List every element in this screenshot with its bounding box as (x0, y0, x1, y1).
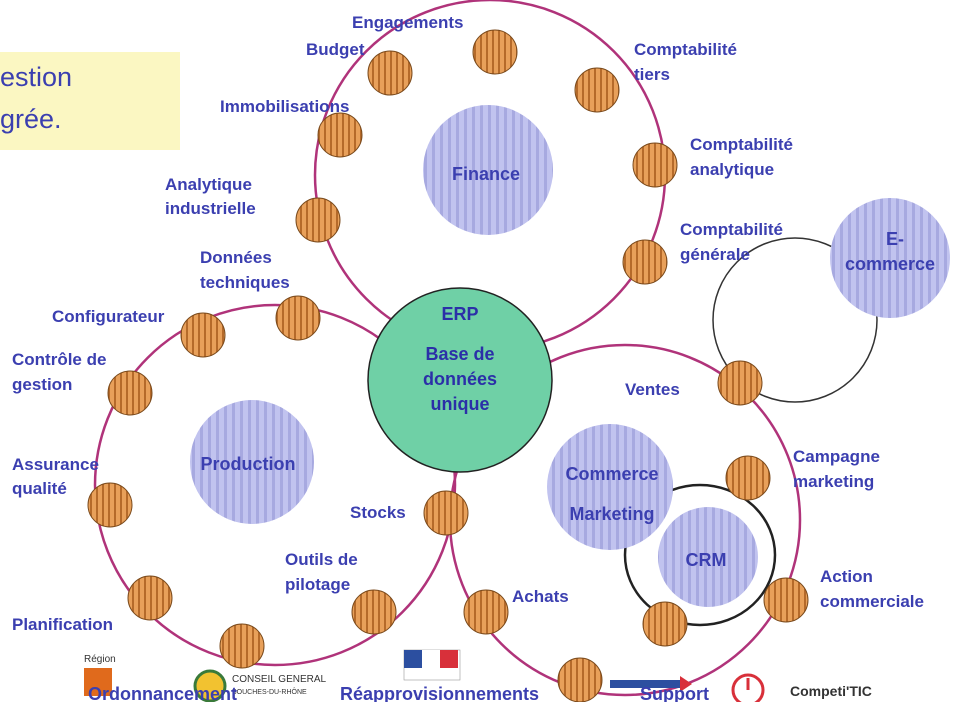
label-engagements: Engagements (352, 13, 463, 32)
conseil-general-sub: BOUCHES-DU-RHÔNE (232, 687, 307, 696)
node-crm-bottom (642, 601, 688, 647)
crm-bubble (658, 507, 758, 607)
node-ordonnancement (219, 623, 265, 669)
competitic-logo: Competi'TIC (790, 683, 872, 699)
node-reapprovisionnements (557, 657, 603, 702)
commerce-label: Commerce (565, 464, 658, 484)
node-comptabilite-generale (622, 239, 668, 285)
erp-line-3: unique (431, 394, 490, 414)
label-ordonnancement: Ordonnancement (88, 684, 237, 702)
ecommerce-label-2: commerce (845, 254, 935, 274)
label-action-commerciale-1: Action (820, 567, 873, 586)
production-label: Production (201, 454, 296, 474)
label-compta-analytique-2: analytique (690, 160, 774, 179)
label-analytique-industrielle-2: industrielle (165, 199, 256, 218)
ecommerce-ring (712, 237, 878, 403)
label-campagne-marketing-1: Campagne (793, 447, 880, 466)
label-compta-tiers-2: tiers (634, 65, 670, 84)
marketing-label: Marketing (569, 504, 654, 524)
label-donnees-techniques-1: Données (200, 248, 272, 267)
flag-red (440, 650, 458, 668)
label-action-commerciale-2: commerciale (820, 592, 924, 611)
label-achats: Achats (512, 587, 569, 606)
crm-ring (623, 483, 777, 627)
label-compta-tiers-1: Comptabilité (634, 40, 737, 59)
region-logo-text: Région (84, 654, 116, 665)
node-configurateur (180, 312, 226, 358)
conseil-general-logo: CONSEIL GENERAL (232, 674, 327, 685)
ecommerce-label-1: E- (886, 229, 904, 249)
node-planification (127, 575, 173, 621)
label-planification: Planification (12, 615, 113, 634)
label-controle-gestion-2: gestion (12, 375, 72, 394)
node-campagne-marketing (725, 455, 771, 501)
title-banner-line-1: estion (0, 62, 73, 92)
production-ring (93, 303, 457, 667)
label-ventes: Ventes (625, 380, 680, 399)
label-compta-generale-2: générale (680, 245, 750, 264)
node-assurance-qualite (87, 482, 133, 528)
competitic-power-icon (731, 673, 765, 702)
label-configurateur: Configurateur (52, 307, 165, 326)
label-donnees-techniques-2: techniques (200, 273, 290, 292)
node-outils-pilotage (351, 589, 397, 635)
label-budget: Budget (306, 40, 365, 59)
label-compta-analytique-1: Comptabilité (690, 135, 793, 154)
node-ventes (717, 360, 763, 406)
node-action-commerciale (763, 577, 809, 623)
region-logo (84, 668, 112, 696)
label-outils-pilotage-2: pilotage (285, 575, 350, 594)
title-banner (0, 52, 180, 150)
label-immobilisations: Immobilisations (220, 97, 349, 116)
node-controle-gestion (107, 370, 153, 416)
node-stocks (423, 490, 469, 536)
label-campagne-marketing-2: marketing (793, 472, 874, 491)
finance-bubble (423, 105, 553, 235)
label-compta-generale-1: Comptabilité (680, 220, 783, 239)
label-assurance-qualite-2: qualité (12, 479, 67, 498)
label-controle-gestion-1: Contrôle de (12, 350, 106, 369)
label-support: Support (640, 684, 709, 702)
title-banner-line-2: grée. (0, 104, 62, 134)
node-donnees-techniques (275, 295, 321, 341)
crm-label: CRM (686, 550, 727, 570)
conseil-general-emblem (193, 669, 227, 702)
node-analytique-industrielle (295, 197, 341, 243)
module-nodes (87, 29, 809, 702)
flag-white (422, 650, 440, 668)
finance-label: Finance (452, 164, 520, 184)
label-reapprovisionnements: Réapprovisionnements (340, 684, 539, 702)
label-outils-pilotage-1: Outils de (285, 550, 358, 569)
node-achats (463, 589, 509, 635)
erp-core (367, 287, 553, 473)
support-arrow-logo (610, 680, 680, 688)
node-engagements (472, 29, 518, 75)
node-budget (367, 50, 413, 96)
label-assurance-qualite-1: Assurance (12, 455, 99, 474)
node-immobilisations (317, 112, 363, 158)
label-stocks: Stocks (350, 503, 406, 522)
support-arrow-head (680, 676, 692, 692)
node-comptabilite-analytique (632, 142, 678, 188)
node-comptabilite-tiers (574, 67, 620, 113)
sponsor-logos: Région CONSEIL GENERAL BOUCHES-DU-RHÔNE … (84, 649, 872, 702)
flag-blue (404, 650, 422, 668)
commerce-bubble (547, 424, 673, 550)
erp-title: ERP (441, 304, 478, 324)
ecommerce-bubble (830, 198, 950, 318)
production-bubble (190, 400, 314, 524)
erp-line-1: Base de (425, 344, 494, 364)
erp-line-2: données (423, 369, 497, 389)
label-analytique-industrielle-1: Analytique (165, 175, 252, 194)
